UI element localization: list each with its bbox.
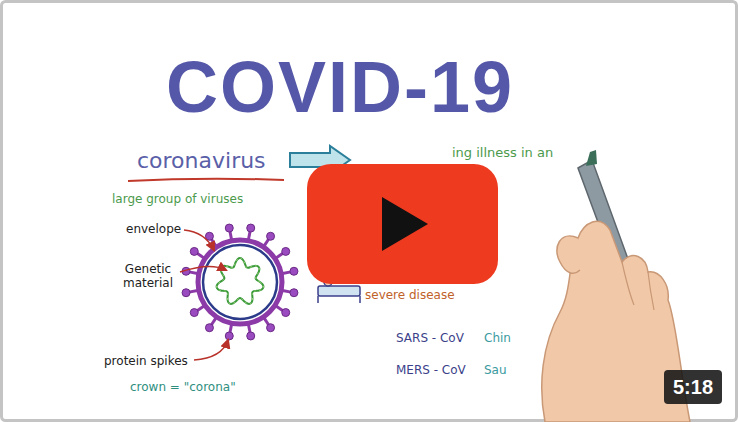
part-label: protein spikes: [104, 354, 188, 368]
leader-line: [194, 340, 228, 360]
heading-label: coronavirus: [137, 148, 266, 174]
play-icon: [382, 197, 428, 251]
note-label: crown = "corona": [130, 380, 236, 394]
place-label: Sau: [484, 363, 507, 377]
part-label: Genetic material: [118, 262, 178, 291]
virus-drawing: [182, 224, 298, 340]
note-label: ing illness in an: [452, 145, 553, 161]
virus-name: MERS - CoV: [396, 363, 466, 377]
note-label: large group of viruses: [112, 192, 243, 206]
place-label: Chin: [484, 331, 511, 345]
duration-badge: 5:18: [664, 370, 722, 404]
note-label: severe disease: [365, 288, 455, 302]
virus-name: SARS - CoV: [396, 331, 464, 345]
title: COVID-19: [90, 44, 590, 130]
leader-line: [180, 266, 226, 272]
part-label: envelope: [126, 222, 181, 236]
underline: [128, 179, 284, 181]
play-button: [307, 164, 498, 284]
leader-line: [184, 230, 214, 250]
duration-text: 5:18: [673, 375, 713, 399]
